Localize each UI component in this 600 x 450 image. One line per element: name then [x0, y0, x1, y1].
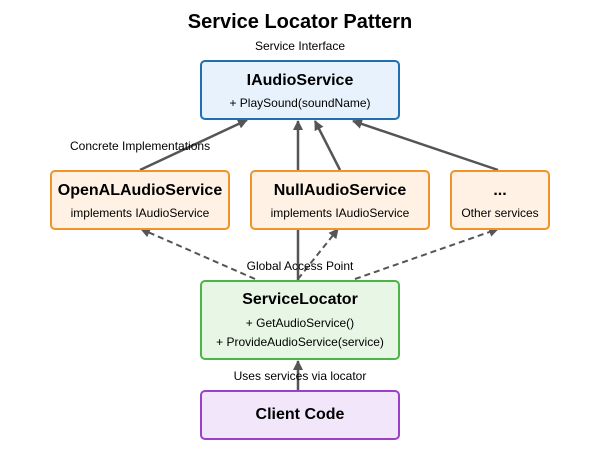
caption-uses-services: Uses services via locator: [233, 369, 367, 383]
caption-global-access-point: Global Access Point: [246, 259, 354, 273]
node-client-name: Client Code: [255, 406, 345, 423]
edge-locator-to-null: [297, 228, 339, 280]
node-client-code[interactable]: Client Code: [200, 390, 400, 440]
node-iaudioservice-name: IAudioService: [246, 72, 354, 89]
edge-locator-to-openal: [140, 228, 256, 280]
node-other-member: Other services: [461, 206, 539, 220]
node-other-services[interactable]: ... Other services: [450, 170, 550, 230]
node-null-audio-service[interactable]: NullAudioService implements IAudioServic…: [250, 170, 430, 230]
node-iaudioservice-member: + PlaySound(soundName): [229, 96, 371, 110]
edge-openal-to-interface: [139, 118, 248, 172]
edge-locator-to-other: [354, 227, 499, 280]
edge-other-to-interface: [352, 119, 499, 172]
node-service-locator-member-get: + GetAudioService(): [245, 316, 355, 330]
node-service-locator-name: ServiceLocator: [242, 291, 358, 308]
node-null-name: NullAudioService: [273, 182, 407, 199]
caption-concrete-implementations: Concrete Implementations: [70, 139, 211, 153]
node-service-locator-member-provide: + ProvideAudioService(service): [216, 335, 384, 349]
node-null-member: implements IAudioService: [270, 206, 410, 220]
node-openal-member: implements IAudioService: [70, 206, 210, 220]
node-iaudioservice[interactable]: IAudioService + PlaySound(soundName): [200, 60, 400, 120]
node-openal-audio-service[interactable]: OpenALAudioService implements IAudioServ…: [50, 170, 230, 230]
node-service-locator[interactable]: ServiceLocator + GetAudioService() + Pro…: [200, 280, 400, 360]
caption-service-interface: Service Interface: [254, 39, 346, 53]
edge-null-to-interface: [313, 120, 342, 171]
diagram-title: Service Locator Pattern: [187, 11, 413, 33]
node-other-name: ...: [493, 182, 507, 199]
node-openal-name: OpenALAudioService: [57, 182, 223, 199]
